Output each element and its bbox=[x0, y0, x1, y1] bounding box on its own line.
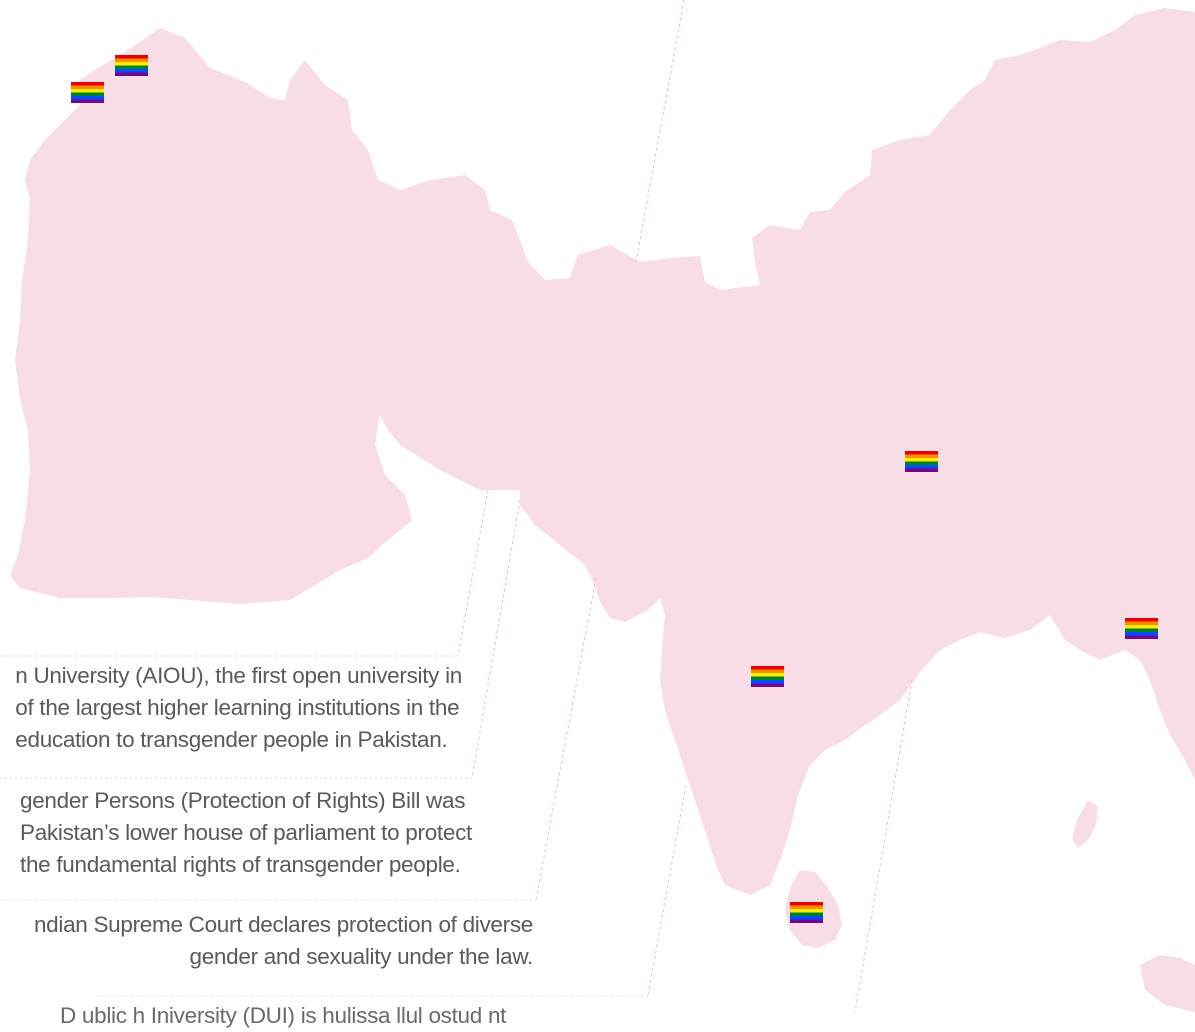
timeline-text-line: of the largest higher learning instituti… bbox=[15, 695, 460, 720]
leader-line-4 bbox=[535, 577, 597, 901]
rainbow-flag-icon bbox=[790, 902, 823, 923]
timeline-entry-aiou: n University (AIOU), the first open univ… bbox=[15, 660, 462, 756]
rainbow-flag-icon bbox=[905, 451, 938, 472]
timeline-entry-supreme-court: ndian Supreme Court declares protection … bbox=[34, 909, 533, 973]
landmass-asia bbox=[520, 8, 1195, 895]
leader-line-6 bbox=[854, 679, 913, 1012]
timeline-entry-cut-off: D ublic h Iniversity (DUI) is hulissa ll… bbox=[60, 1000, 506, 1032]
timeline-text-line: n University (AIOU), the first open univ… bbox=[15, 663, 462, 688]
rainbow-flag-icon bbox=[751, 666, 784, 687]
timeline-entry-transgender-bill: gender Persons (Protection of Rights) Bi… bbox=[20, 785, 472, 881]
timeline-text-line: gender Persons (Protection of Rights) Bi… bbox=[20, 788, 466, 813]
landmass-island bbox=[1072, 800, 1098, 848]
timeline-text-line: ndian Supreme Court declares protection … bbox=[33, 912, 533, 937]
timeline-text-line: Pakistan’s lower house of parliament to … bbox=[20, 820, 472, 845]
landmass-southeast bbox=[1140, 955, 1195, 1012]
rainbow-flag-icon bbox=[1125, 618, 1158, 639]
timeline-text-line: education to transgender people in Pakis… bbox=[15, 727, 448, 752]
timeline-text-line: D ublic h Iniversity (DUI) is hulissa ll… bbox=[60, 1003, 507, 1028]
rainbow-flag-icon bbox=[115, 55, 148, 76]
landmass-arabia bbox=[10, 28, 760, 604]
leader-line-3 bbox=[471, 499, 521, 779]
timeline-text-line: the fundamental rights of transgender pe… bbox=[20, 852, 461, 877]
timeline-text-line: gender and sexuality under the law. bbox=[189, 944, 534, 969]
rainbow-flag-icon bbox=[71, 82, 104, 103]
leader-line-1 bbox=[635, 0, 685, 263]
leader-line-2 bbox=[457, 489, 489, 657]
leader-line-5 bbox=[647, 784, 687, 996]
